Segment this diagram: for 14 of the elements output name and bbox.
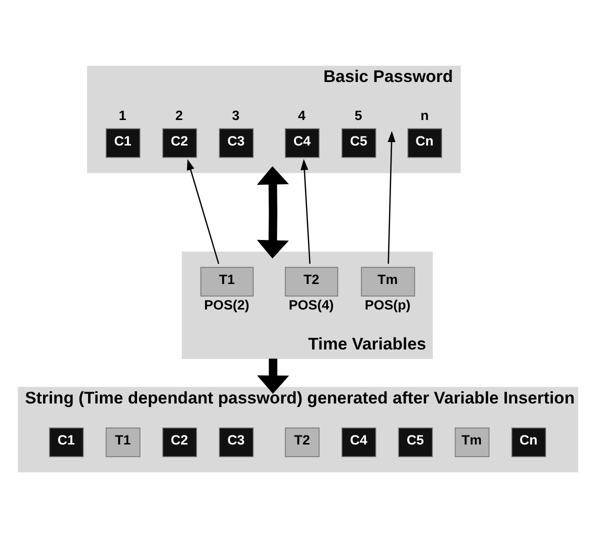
node-label: 2 xyxy=(175,108,183,123)
node-label: 3 xyxy=(232,108,240,123)
node-label: 5 xyxy=(354,108,362,123)
arrow xyxy=(186,158,220,264)
node-label: POS(4) xyxy=(288,296,334,312)
arrow xyxy=(300,158,311,264)
node-label: 1 xyxy=(118,108,126,123)
node-label: 4 xyxy=(298,108,306,123)
node-label: n xyxy=(420,108,429,123)
node-label: POS(2) xyxy=(204,296,250,312)
node-label: POS(p) xyxy=(364,296,411,312)
arrow xyxy=(257,358,290,394)
arrow xyxy=(388,130,396,264)
arrow xyxy=(256,166,289,258)
